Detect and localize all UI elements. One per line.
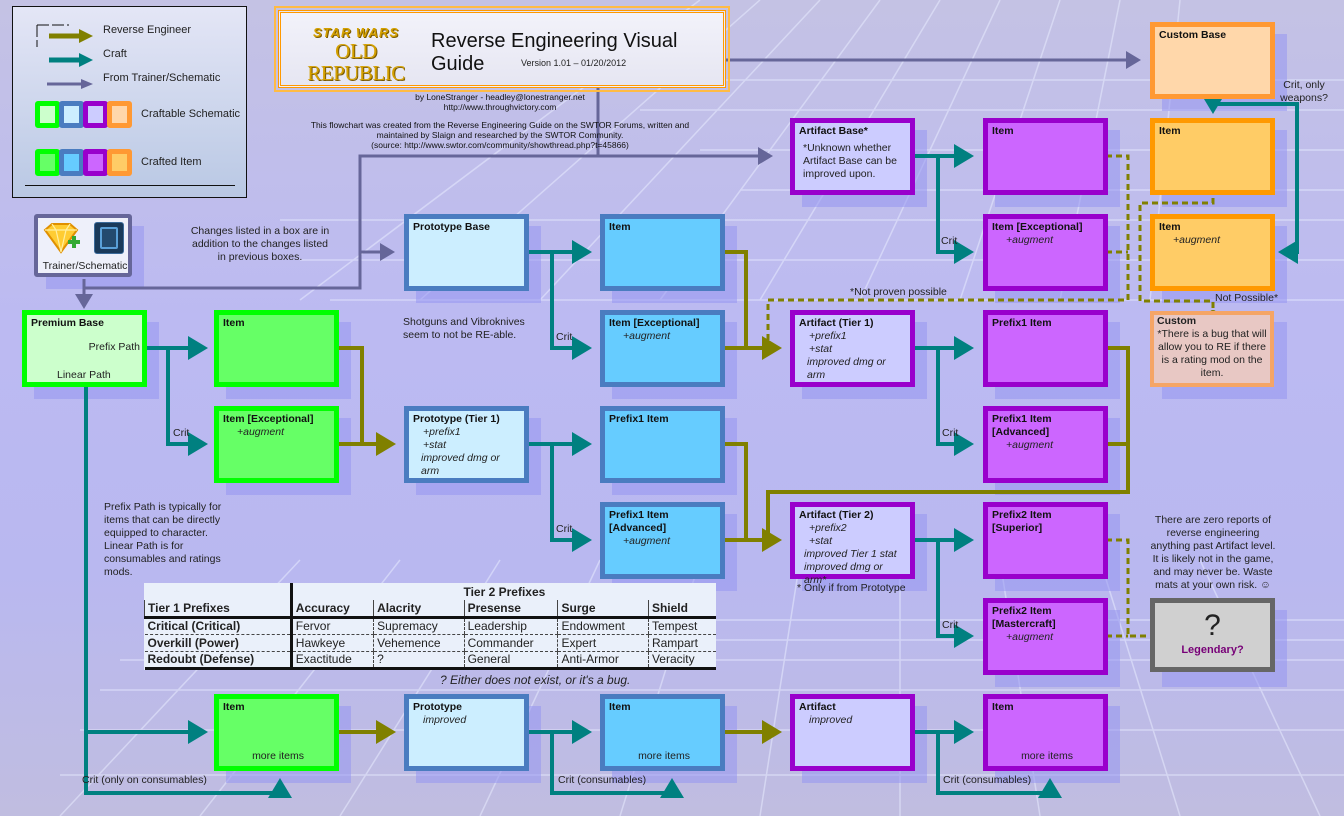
node-orange-augment[interactable]: Item +augment [1150,214,1275,291]
node-green-item[interactable]: Item [214,310,339,387]
node-prefix2-mastercraft[interactable]: Prefix2 Item [Mastercraft] +augment [983,598,1108,675]
legend-crafted-item: Crafted Item [141,156,202,168]
node-legendary[interactable]: ? Legendary? [1150,598,1275,672]
note-not-proven: *Not proven possible [850,286,947,298]
node-linear-blue-item[interactable]: Item more items [600,694,725,771]
note-only-prototype: * Only if from Prototype [797,582,906,594]
node-blue-prefix1[interactable]: Prefix1 Item [600,406,725,483]
crit-label: Crit [556,331,573,343]
node-custom-base[interactable]: Custom Base [1150,22,1275,99]
column-header: Alacrity [373,600,465,619]
crit-label: Crit [941,235,958,247]
note-zero-reports: There are zero reports of reverse engine… [1150,514,1276,591]
node-purple-exceptional[interactable]: Item [Exceptional] +augment [983,214,1108,291]
crit-label: Crit [942,619,959,631]
node-custom[interactable]: Custom *There is a bug that will allow y… [1150,311,1274,387]
page-title: Reverse Engineering Visual Guide [431,30,678,75]
linear-path-label: Linear Path [57,369,111,381]
note-not-possible: Not Possible* [1215,292,1279,304]
node-blue-item[interactable]: Item [600,214,725,291]
prefix-table: Tier 2 Prefixes Tier 1 Prefixes Accuracy… [144,583,716,670]
node-purple-prefix1-advanced[interactable]: Prefix1 Item [Advanced] +augment [983,406,1108,483]
table-footnote: ? Either does not exist, or it's a bug. [440,673,631,687]
node-orange-item[interactable]: Item [1150,118,1275,195]
legend-reverse-engineer: Reverse Engineer [103,24,192,36]
version-label: Version 1.01 – 01/20/2012 [521,58,627,68]
node-purple-prefix1[interactable]: Prefix1 Item [983,310,1108,387]
crit-consumables-label: Crit (consumables) [558,774,647,786]
crit-consumables-label: Crit (consumables) [943,774,1032,786]
legend-craftable-schematic: Craftable Schematic [141,108,241,120]
column-header: Shield [647,600,716,619]
crit-label: Crit [942,427,959,439]
column-header: Surge [557,600,649,619]
node-artifact-tier2[interactable]: Artifact (Tier 2) +prefix2 +stat improve… [790,502,915,586]
node-prefix2-superior[interactable]: Prefix2 Item [Superior] [983,502,1108,579]
author-credits: by LoneStranger - headley@lonestranger.n… [415,92,585,112]
source-credits: This flowchart was created from the Reve… [310,120,690,150]
crit-consumables-only-label: Crit (only on consumables) [82,774,207,786]
tier1-header: Tier 1 Prefixes [144,600,293,619]
column-header: Presense [463,600,558,619]
node-artifact-base[interactable]: Artifact Base* *Unknown whether Artifact… [790,118,915,195]
node-linear-purple-item[interactable]: Item more items [983,694,1108,771]
tier2-group-header: Tier 2 Prefixes [463,584,546,599]
table-row: Overkill (Power) Hawkeye Vehemence Comma… [144,634,716,652]
diamond-icon [42,222,80,256]
table-row: Critical (Critical) Fervor Supremacy Lea… [144,617,716,635]
node-premium-base[interactable]: Premium Base Prefix Path Linear Path [22,310,147,387]
legend-craft: Craft [103,48,127,60]
legend-trainer: From Trainer/Schematic [103,72,221,84]
trainer-label: Trainer/Schematic [42,260,128,272]
node-prototype-tier1[interactable]: Prototype (Tier 1) +prefix1 +stat improv… [404,406,529,483]
node-artifact-tier1[interactable]: Artifact (Tier 1) +prefix1 +stat improve… [790,310,915,387]
crit-label: Crit [173,427,190,439]
node-linear-prototype[interactable]: Prototype improved [404,694,529,771]
node-linear-green-item[interactable]: Item more items [214,694,339,771]
question-mark-icon: ? [1204,609,1221,642]
node-prototype-base[interactable]: Prototype Base [404,214,529,291]
title-banner: STAR WARS OLD REPUBLIC Reverse Engineeri… [274,6,730,92]
column-header: Accuracy [290,600,374,619]
legend: Reverse Engineer Craft From Trainer/Sche… [12,6,247,198]
node-green-exceptional[interactable]: Item [Exceptional] +augment [214,406,339,483]
legend-arrows [36,24,93,89]
node-linear-artifact[interactable]: Artifact improved [790,694,915,771]
schematic-icon [94,222,124,254]
node-purple-item[interactable]: Item [983,118,1108,195]
legend-divider [25,185,235,186]
table-row: Redoubt (Defense) Exactitude ? General A… [144,651,716,670]
note-paths: Prefix Path is typically for items that … [104,501,222,578]
node-blue-exceptional[interactable]: Item [Exceptional] +augment [600,310,725,387]
note-shotguns: Shotguns and Vibroknives seem to not be … [403,316,525,341]
node-blue-prefix1-advanced[interactable]: Prefix1 Item [Advanced] +augment [600,502,725,579]
crit-label: Crit [556,523,573,535]
swtor-logo: STAR WARS OLD REPUBLIC [307,25,405,85]
trainer-schematic-node: Trainer/Schematic [34,214,132,277]
prefix-path-label: Prefix Path [88,341,140,353]
note-changes: Changes listed in a box are in addition … [190,225,330,263]
note-crit-weapons: Crit, only weapons? [1280,79,1328,104]
